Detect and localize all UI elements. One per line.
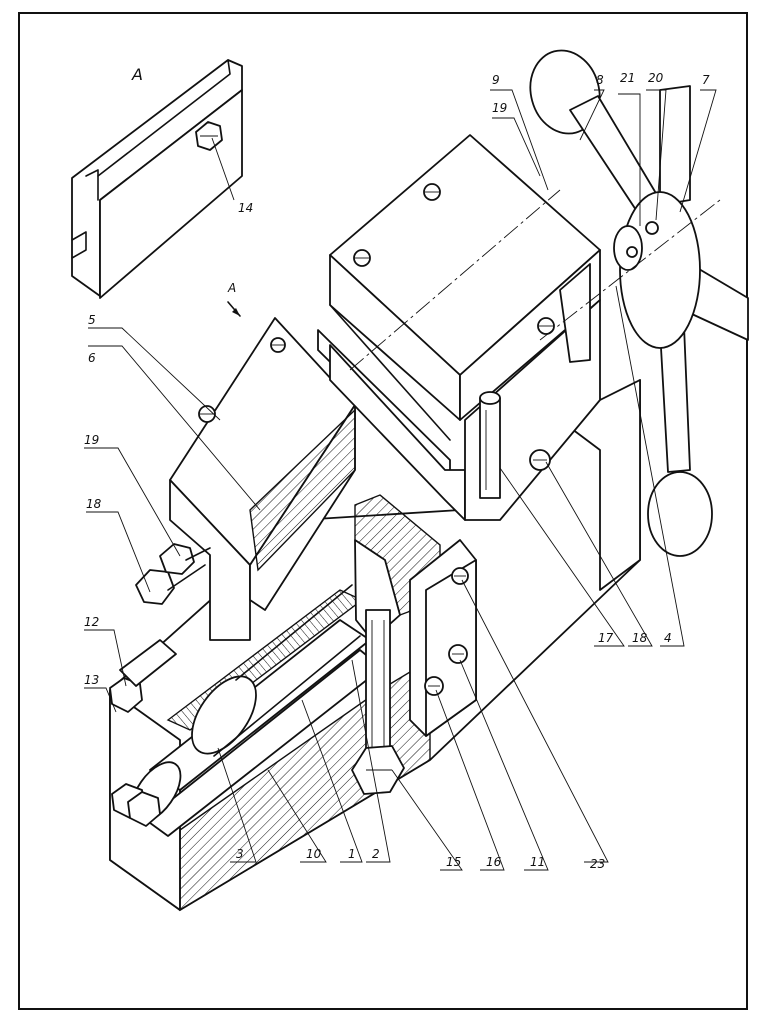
leader-lines [84, 89, 717, 871]
callout-10: 10 [306, 847, 322, 861]
view-arrow [227, 301, 241, 317]
callout-18: 18 [632, 631, 648, 645]
callout-14: 14 [238, 201, 253, 215]
drawing-frame [18, 12, 748, 1010]
detail-view-label: A [131, 65, 143, 84]
callout-16: 16 [486, 855, 502, 869]
callout-17: 17 [598, 631, 614, 645]
callout-20: 19 [84, 433, 99, 447]
callout-labels: 14 5 6 19 18 12 13 3 10 1 2 15 16 11 23 … [84, 71, 710, 871]
callout-2: 2 [372, 847, 380, 861]
callout-23: 23 [590, 857, 605, 871]
callout-6: 6 [88, 351, 96, 365]
callout-19-top: 19 [492, 101, 507, 115]
callout-12: 12 [84, 615, 99, 629]
left-jaw-block [169, 317, 356, 641]
callout-7: 7 [702, 73, 710, 87]
upper-clamp-block [317, 134, 601, 521]
center-lines [349, 189, 721, 371]
callout-11: 11 [530, 855, 545, 869]
screw-14-head [195, 121, 223, 151]
callout-19-left: 18 [86, 497, 102, 511]
callout-13: 13 [84, 673, 99, 687]
callout-9: 9 [492, 73, 500, 87]
detail-view-a [71, 59, 243, 299]
left-set-screws [135, 543, 211, 605]
callout-21: 20 [648, 71, 664, 85]
callout-22: 21 [620, 71, 635, 85]
callout-15: 15 [446, 855, 461, 869]
callout-3: 3 [236, 847, 244, 861]
callout-8: 8 [596, 73, 604, 87]
right-end-plate [409, 539, 477, 737]
bolt-15 [351, 609, 405, 795]
callout-5: 5 [88, 313, 96, 327]
view-arrow-label: A [227, 281, 236, 295]
callout-4: 4 [664, 631, 672, 645]
cylinder-assembly [130, 584, 383, 837]
callout-1: 1 [348, 847, 356, 861]
